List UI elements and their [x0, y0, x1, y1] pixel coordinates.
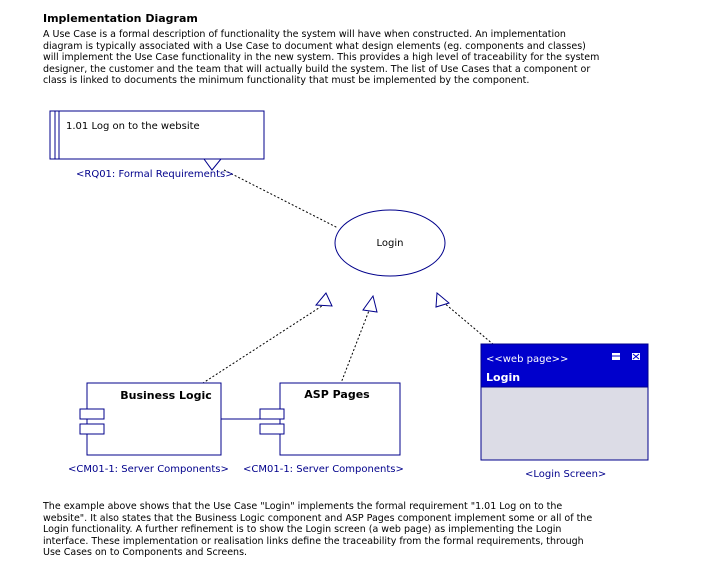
intro-paragraph: A Use Case is a formal description of fu… [43, 29, 600, 87]
arrowhead-asp-pages [362, 294, 378, 313]
requirement-title: 1.01 Log on to the website [66, 121, 200, 132]
usecase-name: Login [377, 238, 404, 249]
requirement-stereotype: <RQ01: Formal Requirements> [76, 169, 234, 180]
realise-link-asp-pages [340, 307, 371, 384]
arrowhead-business-logic [314, 292, 333, 307]
requirement-arrowhead [203, 158, 223, 171]
component-asp-pages[interactable]: ASP Pages [259, 382, 401, 456]
arrowhead-login-screen [435, 291, 451, 308]
close-icon[interactable] [632, 353, 640, 360]
outro-paragraph: The example above shows that the Use Cas… [43, 501, 593, 559]
page-title: Implementation Diagram [43, 12, 198, 25]
business-logic-name: Business Logic [120, 389, 211, 402]
screen-stereotype: <<web page>> [486, 354, 568, 365]
minimize-icon[interactable] [612, 353, 620, 360]
login-screen-label: <Login Screen> [525, 469, 606, 480]
realise-link-business-logic [202, 303, 326, 384]
realise-link-requirement [223, 169, 339, 229]
asp-pages-name: ASP Pages [304, 388, 370, 401]
business-logic-stereotype: <CM01-1: Server Components> [68, 464, 229, 475]
component-business-logic[interactable]: Business Logic [79, 382, 222, 456]
usecase-login[interactable]: Login [334, 209, 446, 277]
requirement-box[interactable]: 1.01 Log on to the website [49, 110, 265, 160]
login-screen[interactable]: <<web page>> Login [480, 343, 649, 461]
asp-pages-stereotype: <CM01-1: Server Components> [243, 464, 404, 475]
realise-link-login-screen [442, 301, 495, 346]
screen-name: Login [486, 371, 520, 384]
